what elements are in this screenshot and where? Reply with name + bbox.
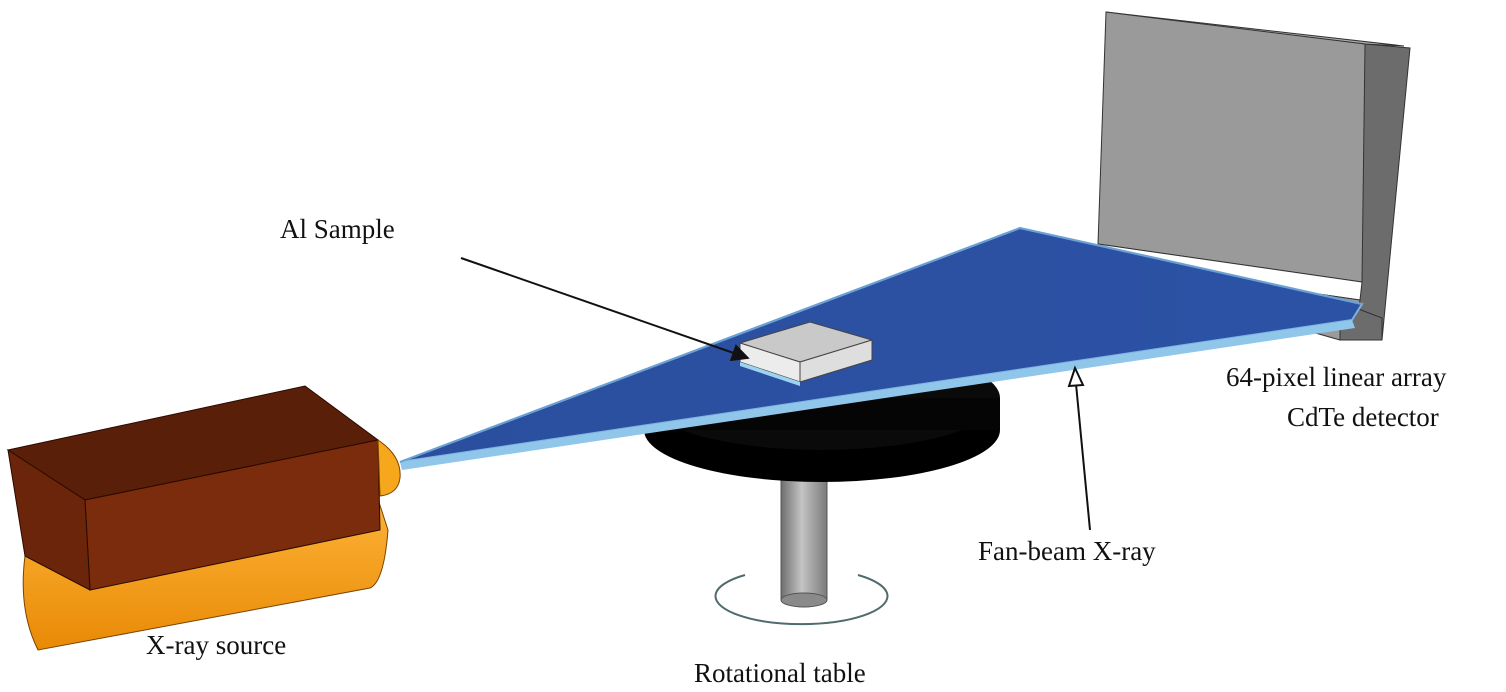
x-ray-source bbox=[8, 386, 400, 650]
label-detector-line2: CdTe detector bbox=[1287, 404, 1439, 431]
table-pillar-base bbox=[781, 593, 827, 607]
label-x-ray-source: X-ray source bbox=[146, 632, 286, 659]
sample-pointer-arrow bbox=[461, 258, 748, 358]
fan-beam-pointer-line bbox=[1076, 384, 1090, 530]
label-al-sample: Al Sample bbox=[280, 216, 395, 243]
fan-beam-pointer-head bbox=[1069, 368, 1083, 386]
source-tube-cap bbox=[378, 440, 400, 496]
label-detector-line1: 64-pixel linear array bbox=[1226, 364, 1446, 391]
label-rotational-table: Rotational table bbox=[694, 660, 866, 687]
label-fan-beam: Fan-beam X-ray bbox=[978, 538, 1156, 565]
detector-face bbox=[1098, 12, 1365, 282]
